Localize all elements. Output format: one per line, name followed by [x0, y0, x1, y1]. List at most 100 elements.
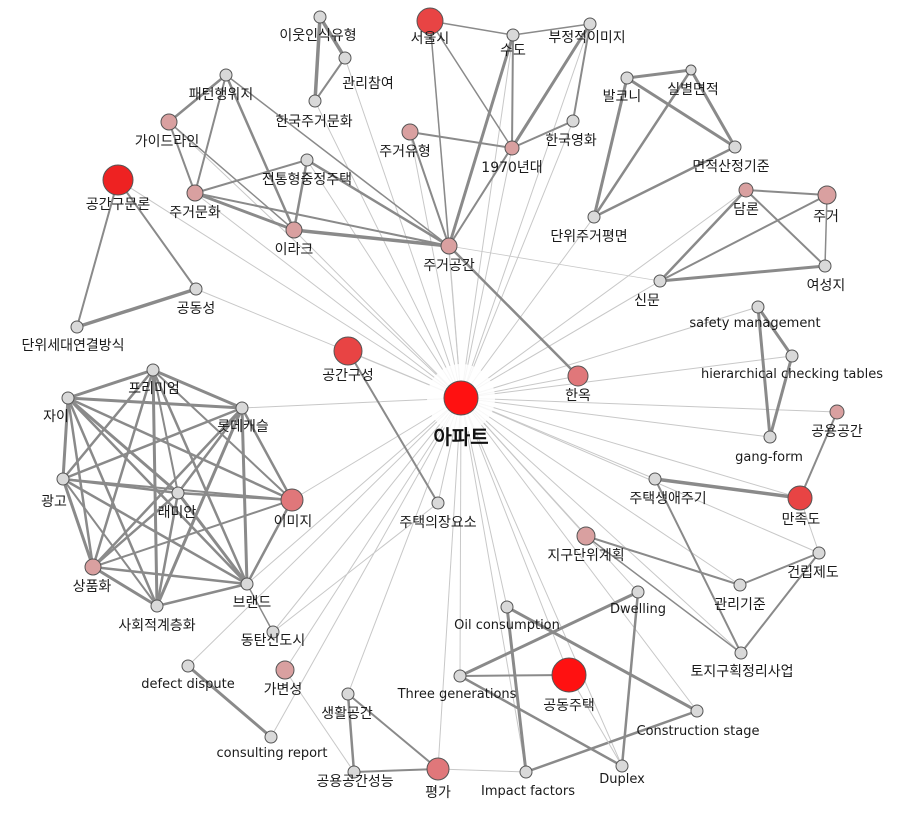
- node-mgmtcrit[interactable]: [733, 578, 747, 592]
- node-label-housingculture: 주거문화: [169, 205, 221, 221]
- edge-sudo-neg: [512, 23, 591, 36]
- node-community[interactable]: [189, 282, 203, 296]
- node-roomarea[interactable]: [685, 64, 697, 76]
- edge-brand-dongtan: [246, 583, 274, 633]
- node-raemian[interactable]: [171, 486, 185, 500]
- node-xi[interactable]: [61, 391, 75, 405]
- node-eval[interactable]: [426, 757, 450, 781]
- node-areacrit[interactable]: [728, 140, 742, 154]
- node-women[interactable]: [818, 259, 832, 273]
- node-conststage[interactable]: [690, 704, 704, 718]
- node-variable[interactable]: [275, 660, 295, 680]
- node-livingspace[interactable]: [341, 687, 355, 701]
- node-pubspace[interactable]: [829, 404, 845, 420]
- node-guide[interactable]: [160, 113, 178, 131]
- node-unitconn[interactable]: [70, 320, 84, 334]
- node-label-strat: 사회적계층화: [118, 618, 195, 634]
- node-image[interactable]: [280, 488, 304, 512]
- node-label-areacrit: 면적산정기준: [692, 159, 769, 175]
- node-lottecastle[interactable]: [235, 401, 249, 415]
- node-ad[interactable]: [56, 472, 70, 486]
- node-patterns[interactable]: [219, 68, 233, 82]
- node-premium[interactable]: [146, 363, 160, 377]
- node-tradhouse[interactable]: [300, 153, 314, 167]
- node-housingspace[interactable]: [440, 237, 458, 255]
- node-label-krhousing: 한국주거문화: [275, 114, 352, 130]
- node-hanok[interactable]: [567, 365, 589, 387]
- node-neg[interactable]: [583, 17, 597, 31]
- edge-premium-raemian: [152, 369, 179, 494]
- edge-apt-consulting: [270, 397, 462, 738]
- edge-livingspace-pubspaceperf: [346, 692, 356, 774]
- node-y1970[interactable]: [504, 140, 520, 156]
- node-duplex[interactable]: [615, 759, 629, 773]
- edge-housingtype-y1970: [409, 131, 513, 149]
- edge-premium-xi: [66, 368, 155, 400]
- edge-apt-eval: [437, 397, 462, 770]
- node-hct[interactable]: [785, 349, 799, 363]
- node-sudo[interactable]: [506, 28, 520, 42]
- edge-apt-housingculture: [194, 192, 462, 399]
- node-label-krfilm: 한국영화: [545, 133, 597, 149]
- node-threegen[interactable]: [453, 669, 467, 683]
- node-buildinglaw[interactable]: [812, 546, 826, 560]
- edge-jugeo-newspaper: [659, 194, 828, 282]
- node-seoul[interactable]: [416, 7, 444, 35]
- node-dwelling[interactable]: [631, 585, 645, 599]
- edge-apt-tradhouse: [306, 159, 462, 399]
- edge-discourse-jugeo: [745, 189, 828, 196]
- edge-apt-newspaper: [460, 280, 661, 399]
- node-districtplan[interactable]: [576, 526, 596, 546]
- node-unitplan[interactable]: [587, 210, 601, 224]
- node-neighbor[interactable]: [313, 10, 327, 24]
- node-housingculture[interactable]: [186, 184, 204, 202]
- node-lifecycle[interactable]: [648, 472, 662, 486]
- edge-apt-mgmt: [344, 57, 462, 399]
- node-apt[interactable]: [443, 380, 479, 416]
- edge-apt-oil: [460, 397, 508, 608]
- edge-hct-gangform: [768, 354, 794, 439]
- node-housingtype[interactable]: [401, 123, 419, 141]
- node-spacecomp[interactable]: [333, 336, 363, 366]
- edge-apt-hct: [460, 355, 793, 399]
- node-consulting[interactable]: [264, 730, 278, 744]
- edge-livingspace-eval: [347, 693, 439, 770]
- node-commod[interactable]: [84, 558, 102, 576]
- node-mgmt[interactable]: [338, 51, 352, 65]
- node-impact[interactable]: [519, 765, 533, 779]
- node-newspaper[interactable]: [653, 274, 667, 288]
- node-label-community: 공동성: [177, 301, 216, 317]
- node-dongtan[interactable]: [266, 625, 280, 639]
- edge-defect-consulting: [186, 664, 273, 739]
- edge-xi-commod: [66, 396, 95, 569]
- node-publichousing[interactable]: [551, 657, 587, 693]
- node-safety[interactable]: [751, 300, 765, 314]
- node-brand[interactable]: [240, 577, 254, 591]
- node-strat[interactable]: [150, 599, 164, 613]
- node-balcony[interactable]: [620, 71, 634, 85]
- edge-apt-krhousing: [314, 100, 462, 399]
- edge-housingculture-tradhouse: [194, 159, 308, 194]
- node-housingelem[interactable]: [431, 496, 445, 510]
- node-oil[interactable]: [500, 600, 514, 614]
- node-krfilm[interactable]: [566, 114, 580, 128]
- node-satisfaction[interactable]: [787, 485, 813, 511]
- node-pubspaceperf[interactable]: [347, 765, 361, 779]
- edge-patterns-iraq: [224, 73, 296, 232]
- edge-housingelem-dongtan: [272, 502, 439, 633]
- node-krhousing[interactable]: [308, 94, 322, 108]
- node-label-spacecomp: 공간구성: [322, 368, 374, 384]
- edge-raemian-brand: [176, 491, 249, 586]
- node-label-consulting: consulting report: [216, 746, 327, 761]
- node-gangform[interactable]: [763, 430, 777, 444]
- edge-commod-brand: [91, 565, 249, 586]
- node-landreadj[interactable]: [734, 646, 748, 660]
- edge-lottecastle-strat: [155, 406, 244, 608]
- node-discourse[interactable]: [738, 182, 754, 198]
- node-label-hct: hierarchical checking tables: [701, 367, 883, 382]
- node-label-image: 이미지: [274, 514, 313, 530]
- node-spacetheory[interactable]: [102, 164, 134, 196]
- node-defect[interactable]: [181, 659, 195, 673]
- node-iraq[interactable]: [285, 221, 303, 239]
- node-jugeo[interactable]: [817, 185, 837, 205]
